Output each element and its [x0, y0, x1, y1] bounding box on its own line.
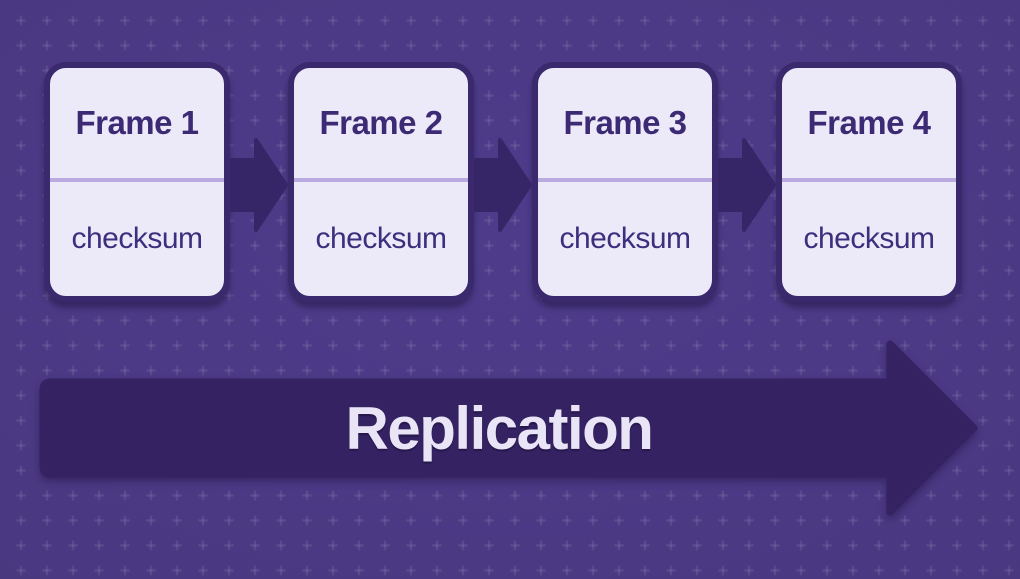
- frame-card-2: Frame 2 checksum: [288, 62, 474, 302]
- frame-card-3: Frame 3 checksum: [532, 62, 718, 302]
- connector-3: [718, 62, 776, 302]
- frame-3-title: Frame 3: [563, 104, 687, 141]
- frames-row: Frame 1 checksum Frame 2 checksum Frame …: [44, 62, 962, 302]
- frame-card-4: Frame 4 checksum: [776, 62, 962, 302]
- next-frame-arrow-icon: [474, 138, 532, 232]
- frame-2-checksum-label: checksum: [315, 222, 447, 255]
- frame-card-1: Frame 1 checksum: [44, 62, 230, 302]
- replication-arrow: Replication: [39, 340, 978, 516]
- next-frame-arrow-icon: [718, 138, 776, 232]
- replication-label: Replication: [345, 394, 654, 462]
- frame-2-divider: [294, 178, 468, 182]
- frame-4-divider: [782, 178, 956, 182]
- frame-2-title: Frame 2: [319, 104, 443, 141]
- frame-1-title: Frame 1: [75, 104, 199, 141]
- frame-1-checksum-label: checksum: [71, 222, 203, 255]
- frame-3-checksum-label: checksum: [559, 222, 691, 255]
- frame-4-checksum-label: checksum: [803, 222, 935, 255]
- connector-1: [230, 62, 288, 302]
- frame-3-divider: [538, 178, 712, 182]
- connector-2: [474, 62, 532, 302]
- replication-arrow-shape: [39, 340, 978, 516]
- frame-1-divider: [50, 178, 224, 182]
- next-frame-arrow-icon: [230, 138, 288, 232]
- frame-4-title: Frame 4: [807, 104, 931, 141]
